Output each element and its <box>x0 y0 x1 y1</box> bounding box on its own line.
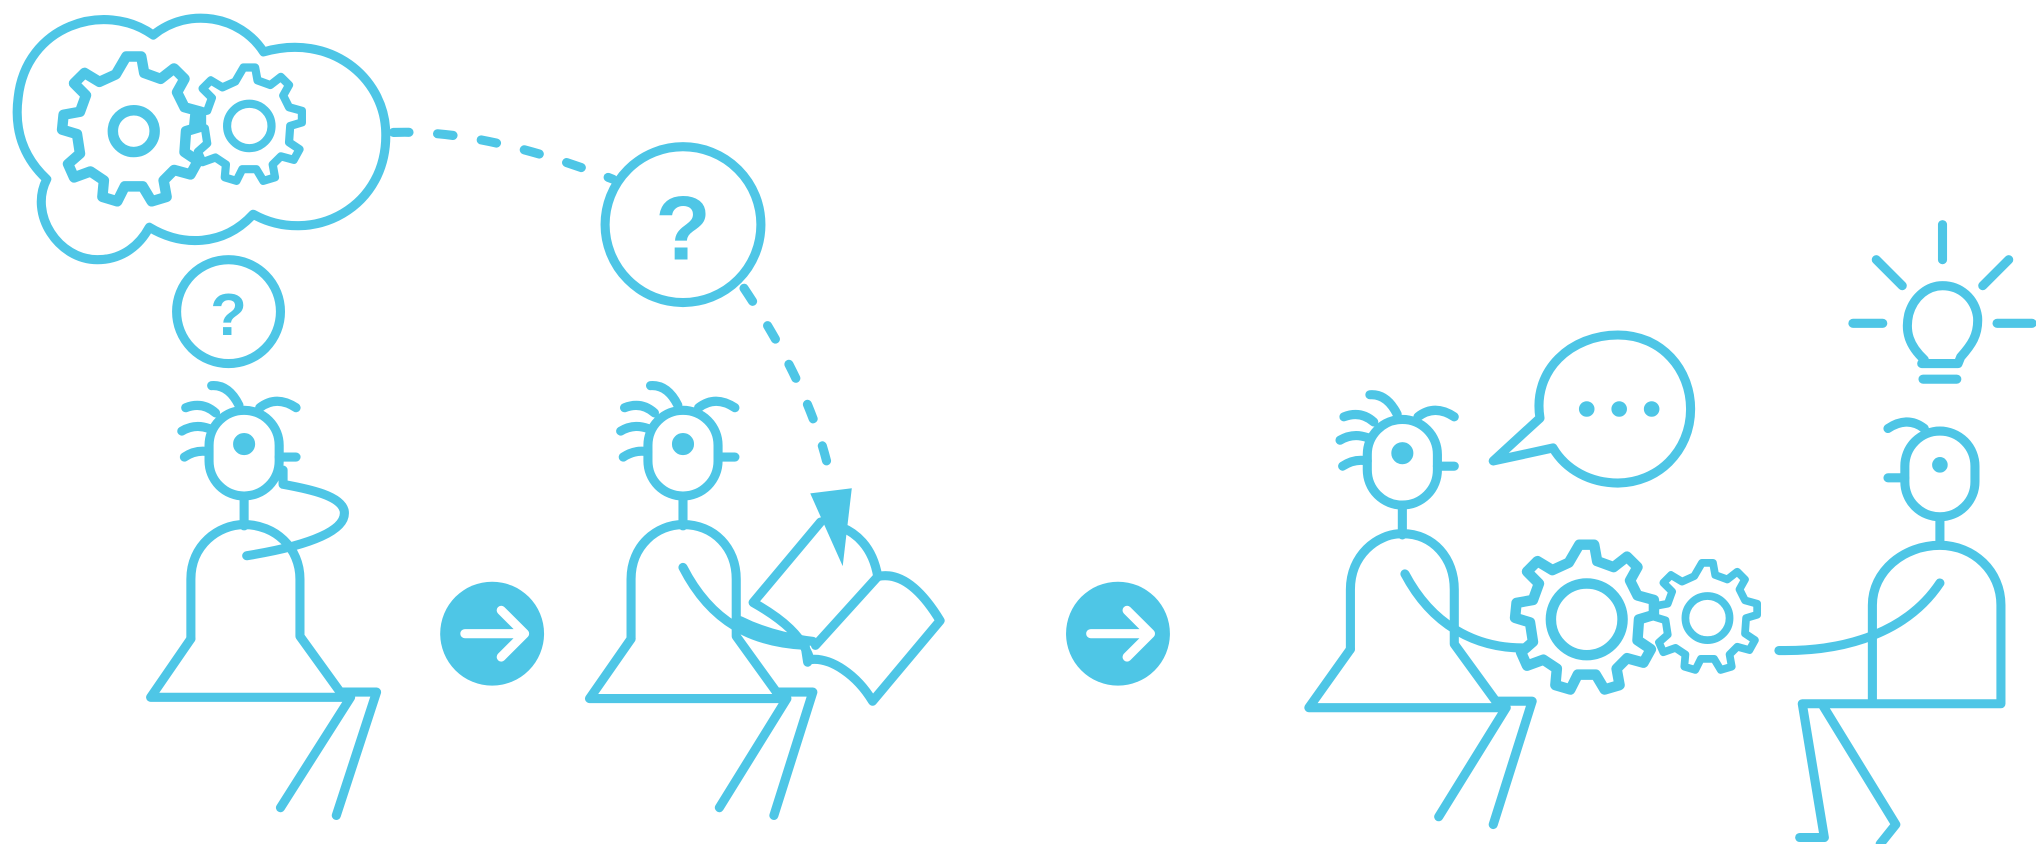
gear-icon <box>62 56 201 201</box>
question-bubble-icon: ? <box>177 260 281 364</box>
gear-icon <box>193 68 302 181</box>
question-bubble-icon: ? <box>605 147 761 303</box>
next-arrow-icon <box>1066 582 1170 686</box>
panel-researching: ? <box>590 147 1170 816</box>
gear-icon <box>1515 545 1654 690</box>
lightbulb-icon <box>1853 225 2032 380</box>
speech-bubble-icon <box>1493 335 1690 483</box>
next-arrow-icon <box>440 582 544 686</box>
question-mark: ? <box>655 179 711 280</box>
question-mark: ? <box>210 281 246 348</box>
gear-icon <box>1655 563 1758 670</box>
panel-discussing <box>1309 335 2001 844</box>
